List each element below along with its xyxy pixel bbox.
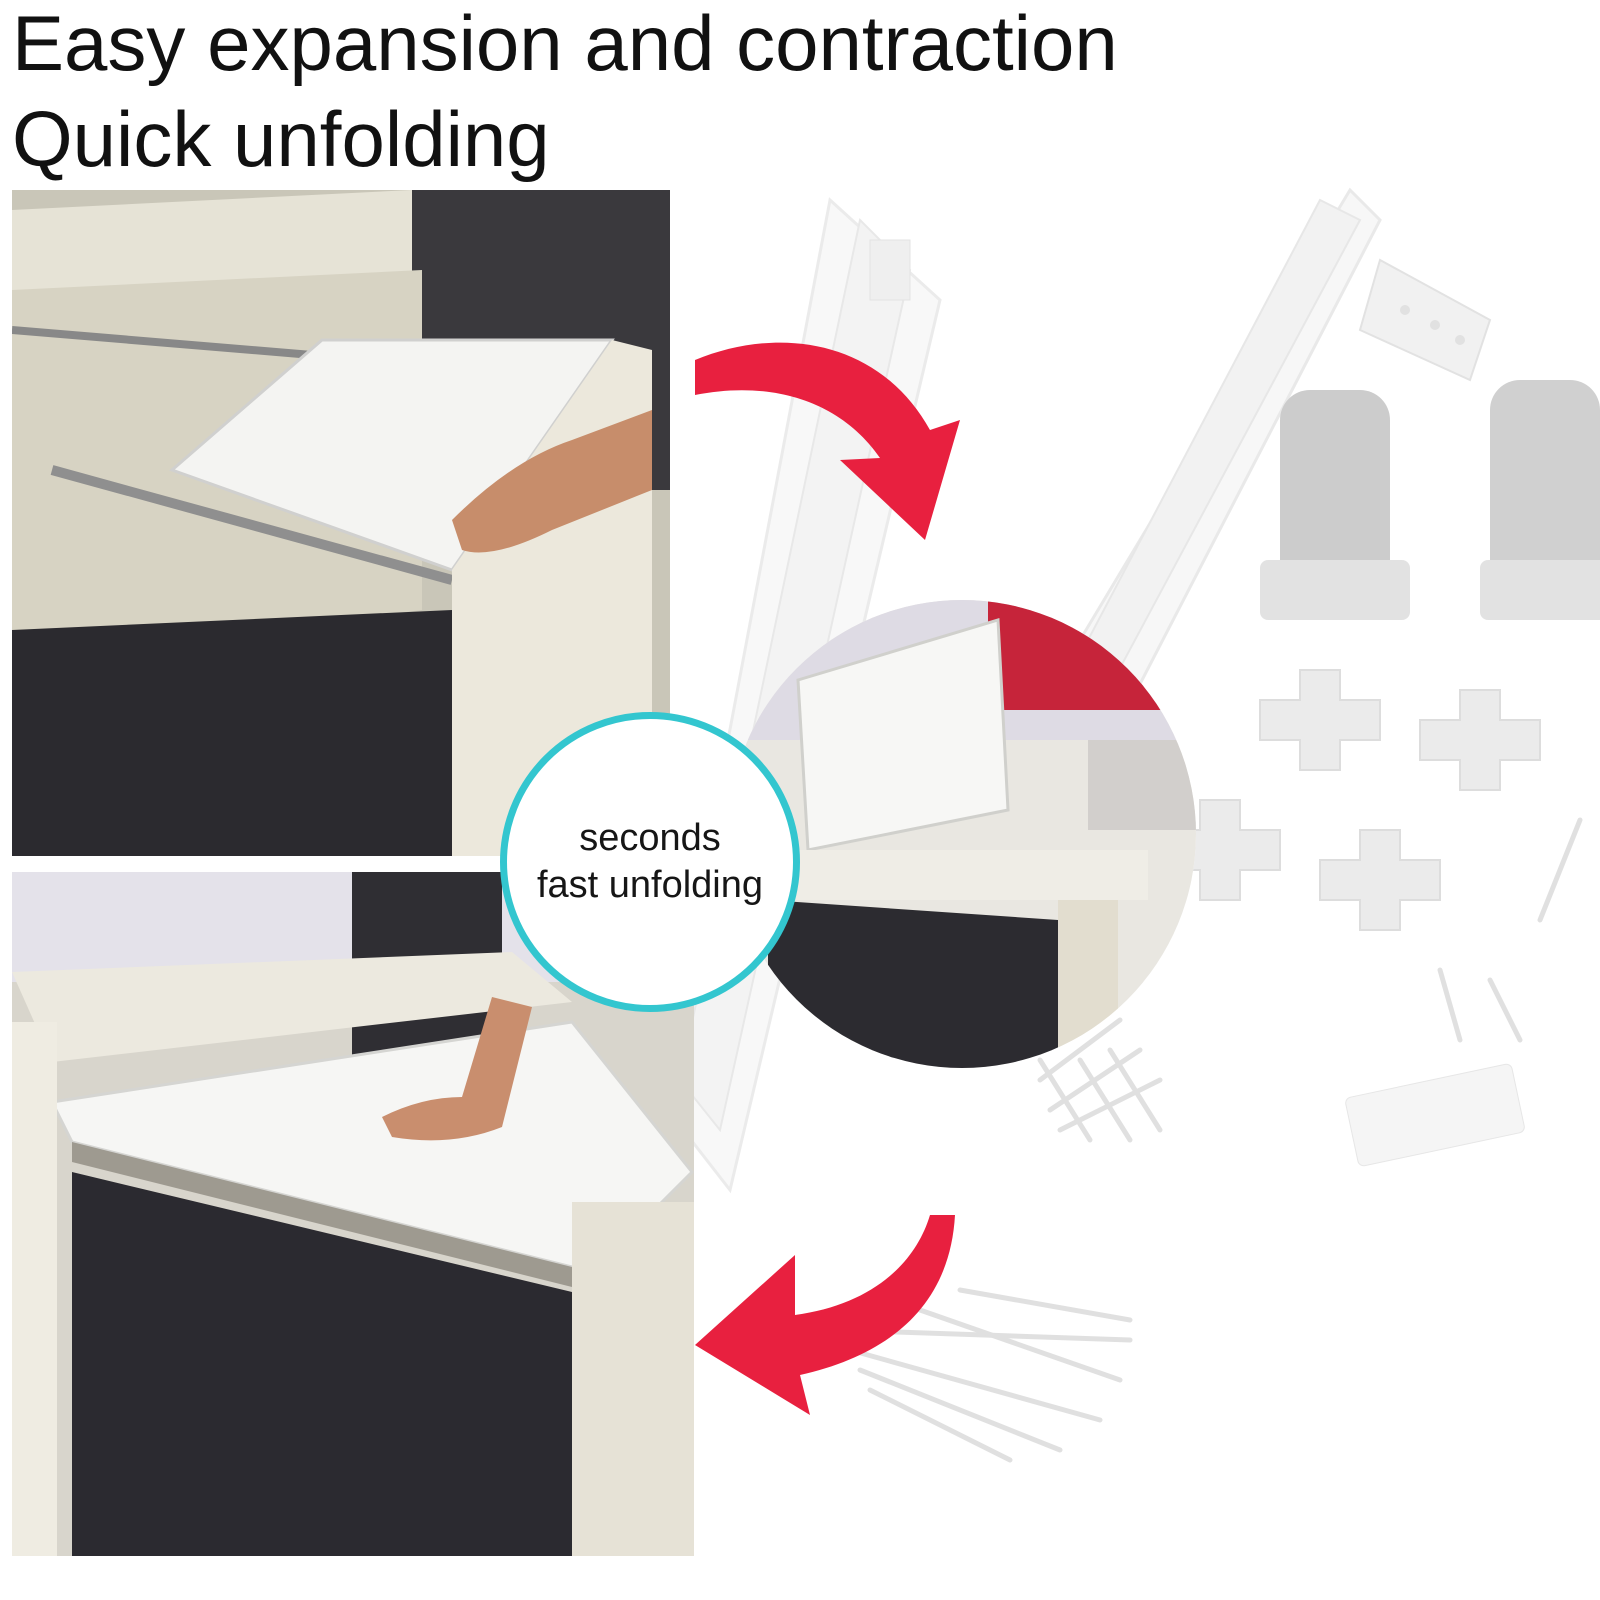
- slide-rail-right: [1018, 187, 1492, 803]
- seconds-badge: seconds fast unfolding: [500, 712, 800, 1012]
- headline-line-1: Easy expansion and contraction: [12, 0, 1118, 87]
- badge-line-2: fast unfolding: [536, 864, 764, 906]
- headline-line-2: Quick unfolding: [12, 95, 550, 183]
- curved-arrow-left-icon: [695, 1215, 955, 1415]
- photo-table-extended: [12, 872, 694, 1556]
- hinge-connectors: [1159, 669, 1541, 931]
- curved-arrow-down-icon: [695, 342, 960, 540]
- inset-photo-folding: [728, 600, 1196, 1068]
- screw-piles: [837, 817, 1583, 1463]
- badge-line-1: seconds: [579, 817, 721, 859]
- caster-wheels: [1260, 380, 1600, 620]
